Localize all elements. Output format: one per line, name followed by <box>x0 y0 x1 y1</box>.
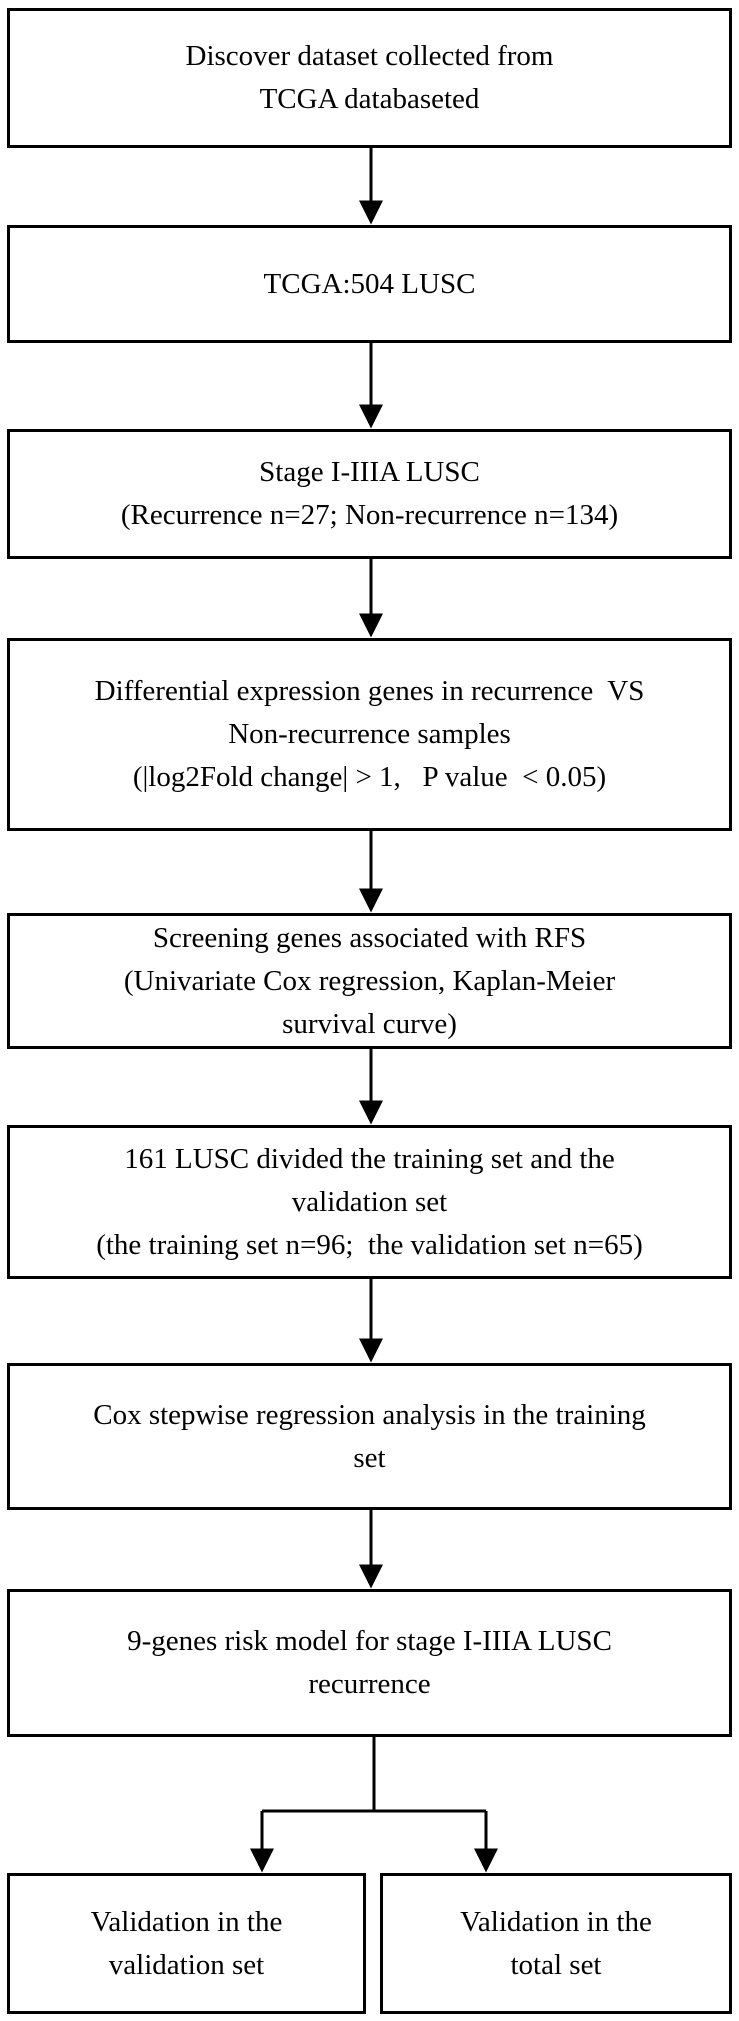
step-text: (Univariate Cox regression, Kaplan-Meier <box>123 964 616 997</box>
step-text: TCGA databaseted <box>259 83 480 115</box>
step-text: survival curve) <box>282 1007 457 1040</box>
step-text: (the training set n=96; the validation s… <box>96 1228 643 1261</box>
step-training-validation-split: 161 LUSC divided the training set and th… <box>7 1125 732 1279</box>
step-text: Non-recurrence samples <box>228 718 511 750</box>
step-risk-model: 9-genes risk model for stage I-IIIA LUSC… <box>7 1589 732 1737</box>
step-differential-expression: Differential expression genes in recurre… <box>7 638 732 831</box>
step-tcga-lusc: TCGA:504 LUSC <box>7 225 732 343</box>
step-screening-genes: Screening genes associated with RFS (Uni… <box>7 913 732 1049</box>
step-text: (Recurrence n=27; Non-recurrence n=134) <box>120 499 619 531</box>
step-text: 9-genes risk model for stage I-IIIA LUSC <box>127 1625 612 1657</box>
step-validation-set: Validation in the validation set <box>7 1873 366 2014</box>
step-text: Cox stepwise regression analysis in the … <box>93 1398 646 1431</box>
step-text: Validation in the <box>90 1905 283 1938</box>
step-text: Discover dataset collected from <box>185 40 554 72</box>
step-text: 161 LUSC divided the training set and th… <box>124 1142 615 1175</box>
step-stage-lusc: Stage I-IIIA LUSC (Recurrence n=27; Non-… <box>7 429 732 559</box>
step-cox-stepwise-regression: Cox stepwise regression analysis in the … <box>7 1363 732 1510</box>
step-text: recurrence <box>308 1668 431 1700</box>
step-text: Stage I-IIIA LUSC <box>259 456 480 488</box>
step-text: TCGA:504 LUSC <box>263 267 476 300</box>
step-text: validation set <box>108 1948 265 1981</box>
step-text: total set <box>510 1948 602 1981</box>
step-text: (|log2Fold change| > 1, P value < 0.05) <box>132 761 607 793</box>
step-text: Validation in the <box>460 1905 652 1938</box>
step-text: validation set <box>291 1185 448 1218</box>
step-total-set: Validation in the total set <box>380 1873 732 2014</box>
step-text: set <box>353 1441 386 1474</box>
step-text: Differential expression genes in recurre… <box>94 675 645 707</box>
step-text: Screening genes associated with RFS <box>152 921 587 954</box>
step-discover-dataset: Discover dataset collected from TCGA dat… <box>7 8 732 148</box>
